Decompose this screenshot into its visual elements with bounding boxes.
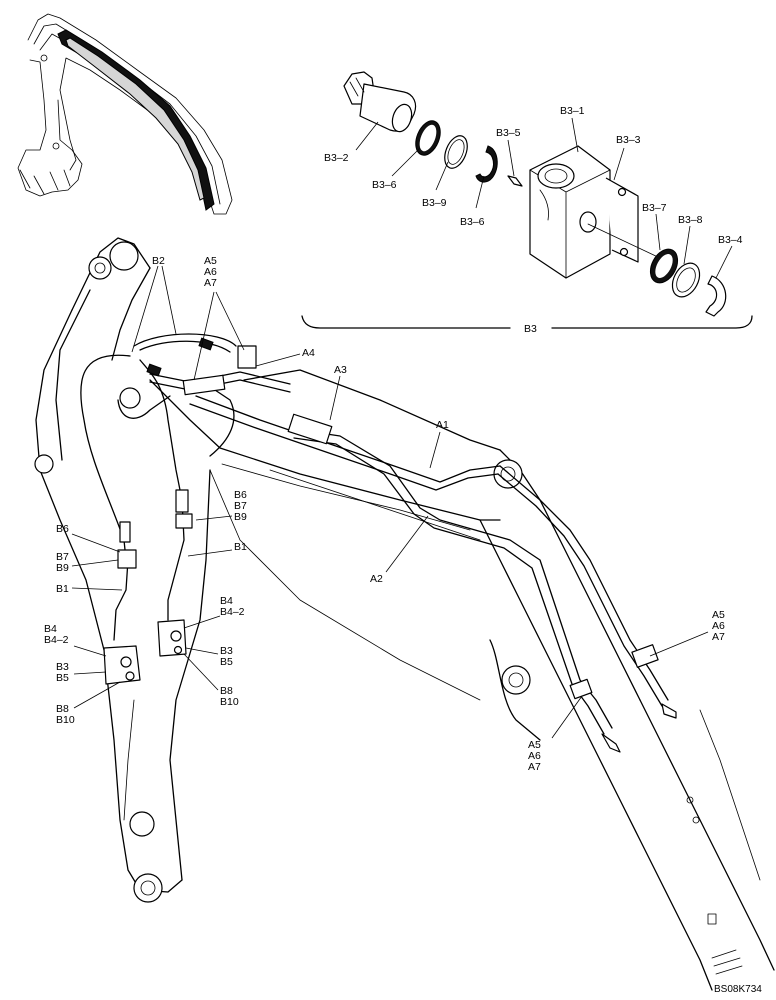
label-b3-7: B3–7 bbox=[642, 202, 667, 214]
label-b3-b5-right: B3 B5 bbox=[220, 645, 236, 668]
fitting-b3-2 bbox=[343, 71, 417, 133]
label-b3-1: B3–1 bbox=[560, 105, 585, 117]
boom-structure bbox=[34, 237, 775, 991]
label-b6-b7-b9-right: B6 B7 B9 bbox=[234, 489, 250, 523]
label-b4-left: B4 B4–2 bbox=[44, 623, 69, 646]
label-a5-bottom: A5 A6 A7 bbox=[528, 739, 544, 773]
snap-ring-b3-4 bbox=[705, 275, 727, 317]
label-b3-9: B3–9 bbox=[422, 197, 447, 209]
label-b4-right: B4 B4–2 bbox=[220, 595, 245, 618]
label-a5-right: A5 A6 A7 bbox=[712, 609, 728, 643]
label-b7-b9-left: B7 B9 bbox=[56, 551, 72, 574]
pin-b3-5 bbox=[507, 175, 523, 187]
callout-labels: B3–1 B3–2 B3–3 B3–4 B3–5 B3–6 B3–9 B3–6 … bbox=[44, 105, 762, 995]
label-b3-4: B3–4 bbox=[718, 234, 743, 246]
hydraulic-lines bbox=[80, 333, 677, 753]
label-b1-left: B1 bbox=[56, 583, 69, 595]
label-a3: A3 bbox=[334, 364, 347, 376]
leader-lines bbox=[71, 117, 733, 739]
label-b8-b10-left: B8 B10 bbox=[56, 703, 75, 726]
backup-ring-b3-9 bbox=[444, 135, 468, 169]
drawing-code: BS08K734 bbox=[714, 984, 762, 995]
label-b1-right: B1 bbox=[234, 541, 247, 553]
label-b3-5: B3–5 bbox=[496, 127, 521, 139]
label-b3-2: B3–2 bbox=[324, 152, 349, 164]
machine-thumbnail bbox=[17, 13, 233, 215]
label-b2: B2 bbox=[152, 255, 165, 267]
label-b3-6-lower: B3–6 bbox=[460, 216, 485, 228]
label-a1: A1 bbox=[436, 419, 449, 431]
label-a2: A2 bbox=[370, 573, 383, 585]
label-b3-group: B3 bbox=[524, 323, 537, 335]
snap-ring-b3-6 bbox=[475, 145, 498, 183]
b3-exploded-parts bbox=[301, 71, 753, 329]
label-b3-6-upper: B3–6 bbox=[372, 179, 397, 191]
valve-block-b3-1 bbox=[529, 145, 661, 279]
label-b6-left: B6 bbox=[56, 523, 69, 535]
label-b3-b5-left: B3 B5 bbox=[56, 661, 72, 684]
label-b8-b10-right: B8 B10 bbox=[220, 685, 239, 708]
label-a4: A4 bbox=[302, 347, 315, 359]
b3-group-bracket bbox=[301, 315, 753, 329]
label-a5-top: A5 A6 A7 bbox=[204, 255, 220, 289]
backup-ring-b3-8 bbox=[671, 262, 701, 298]
label-b3-3: B3–3 bbox=[616, 134, 641, 146]
label-b3-8: B3–8 bbox=[678, 214, 703, 226]
